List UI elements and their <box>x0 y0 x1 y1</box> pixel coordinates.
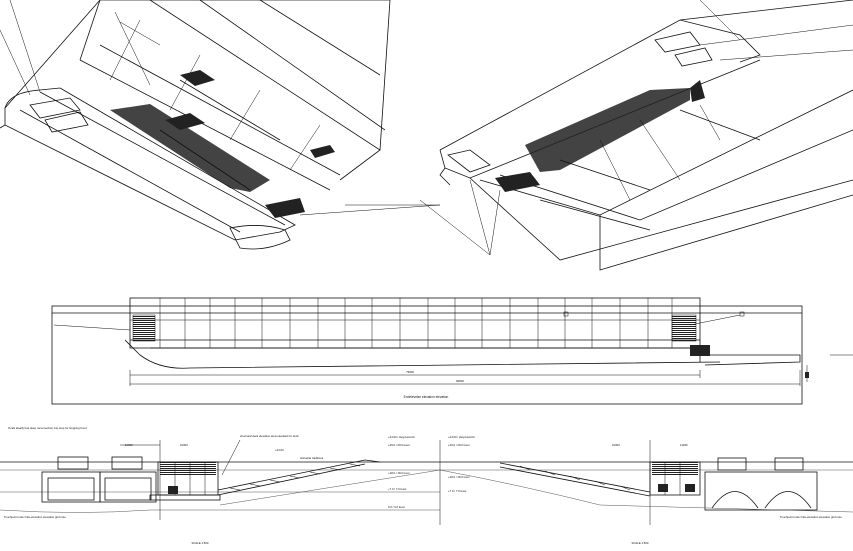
section-left: Ovals ideally has deep reconnection into… <box>0 426 441 545</box>
elevation-dim-total: 82800 <box>456 379 464 383</box>
section-left-note-mid: structural deck elevation area elevated … <box>240 434 299 438</box>
section-left-level-1: +44.00 / Høyd.avsnitt <box>388 435 415 439</box>
section-left-level-5: 0.0 / 0.0 level <box>388 505 405 509</box>
perspective-view-right <box>345 0 853 271</box>
section-left-dim-3: +23.00 <box>275 448 284 452</box>
section-right-level-3: +18.0 / 18.0 level <box>448 475 470 479</box>
section-left-dim-2: 10000 <box>180 443 188 447</box>
section-left-level-2: +29.0 / 29.0 level <box>388 443 410 447</box>
section-right-level-1: +44.00 / Høyd.avsnitt <box>448 435 475 439</box>
elevation-caption: Endelevelse elevation elevation <box>404 395 449 399</box>
long-elevation: 79600 82800 Endelevelse elevation elevat… <box>51 297 853 405</box>
section-right-level-2: +29.0 / 29.0 level <box>448 443 470 447</box>
section-right-level-4: +7.0 / 7.0 level <box>448 489 467 493</box>
section-right-footnote: Touchpoint note Oslo elevation elevation… <box>780 515 842 519</box>
section-right-dim-2: 11450 <box>680 443 688 447</box>
section-left-ramp-label: strkvelde traditions <box>300 456 324 460</box>
section-left-dim-1: 11450 <box>125 443 133 447</box>
section-right-scale: SCALE 1:500 <box>632 541 649 545</box>
elevation-dim-length: 79600 <box>406 370 414 374</box>
elevation-mullions <box>159 298 673 348</box>
section-left-level-4: +7.0 / 7.0 level <box>388 487 407 491</box>
elevation-frame <box>51 305 803 405</box>
section-left-note-top: Ovals ideally has deep reconnection into… <box>8 426 87 430</box>
section-left-footnote: Touchpoint note Oslo elevation elevation… <box>4 515 66 519</box>
section-left-level-3: +18.0 / 18.0 level <box>388 471 410 475</box>
perspective-view-left <box>0 0 441 250</box>
section-left-scale: SCALE 1:500 <box>192 541 209 545</box>
section-right: +44.00 / Høyd.avsnitt +29.0 / 29.0 level… <box>439 435 853 545</box>
section-right-dim-1: 10000 <box>612 443 620 447</box>
